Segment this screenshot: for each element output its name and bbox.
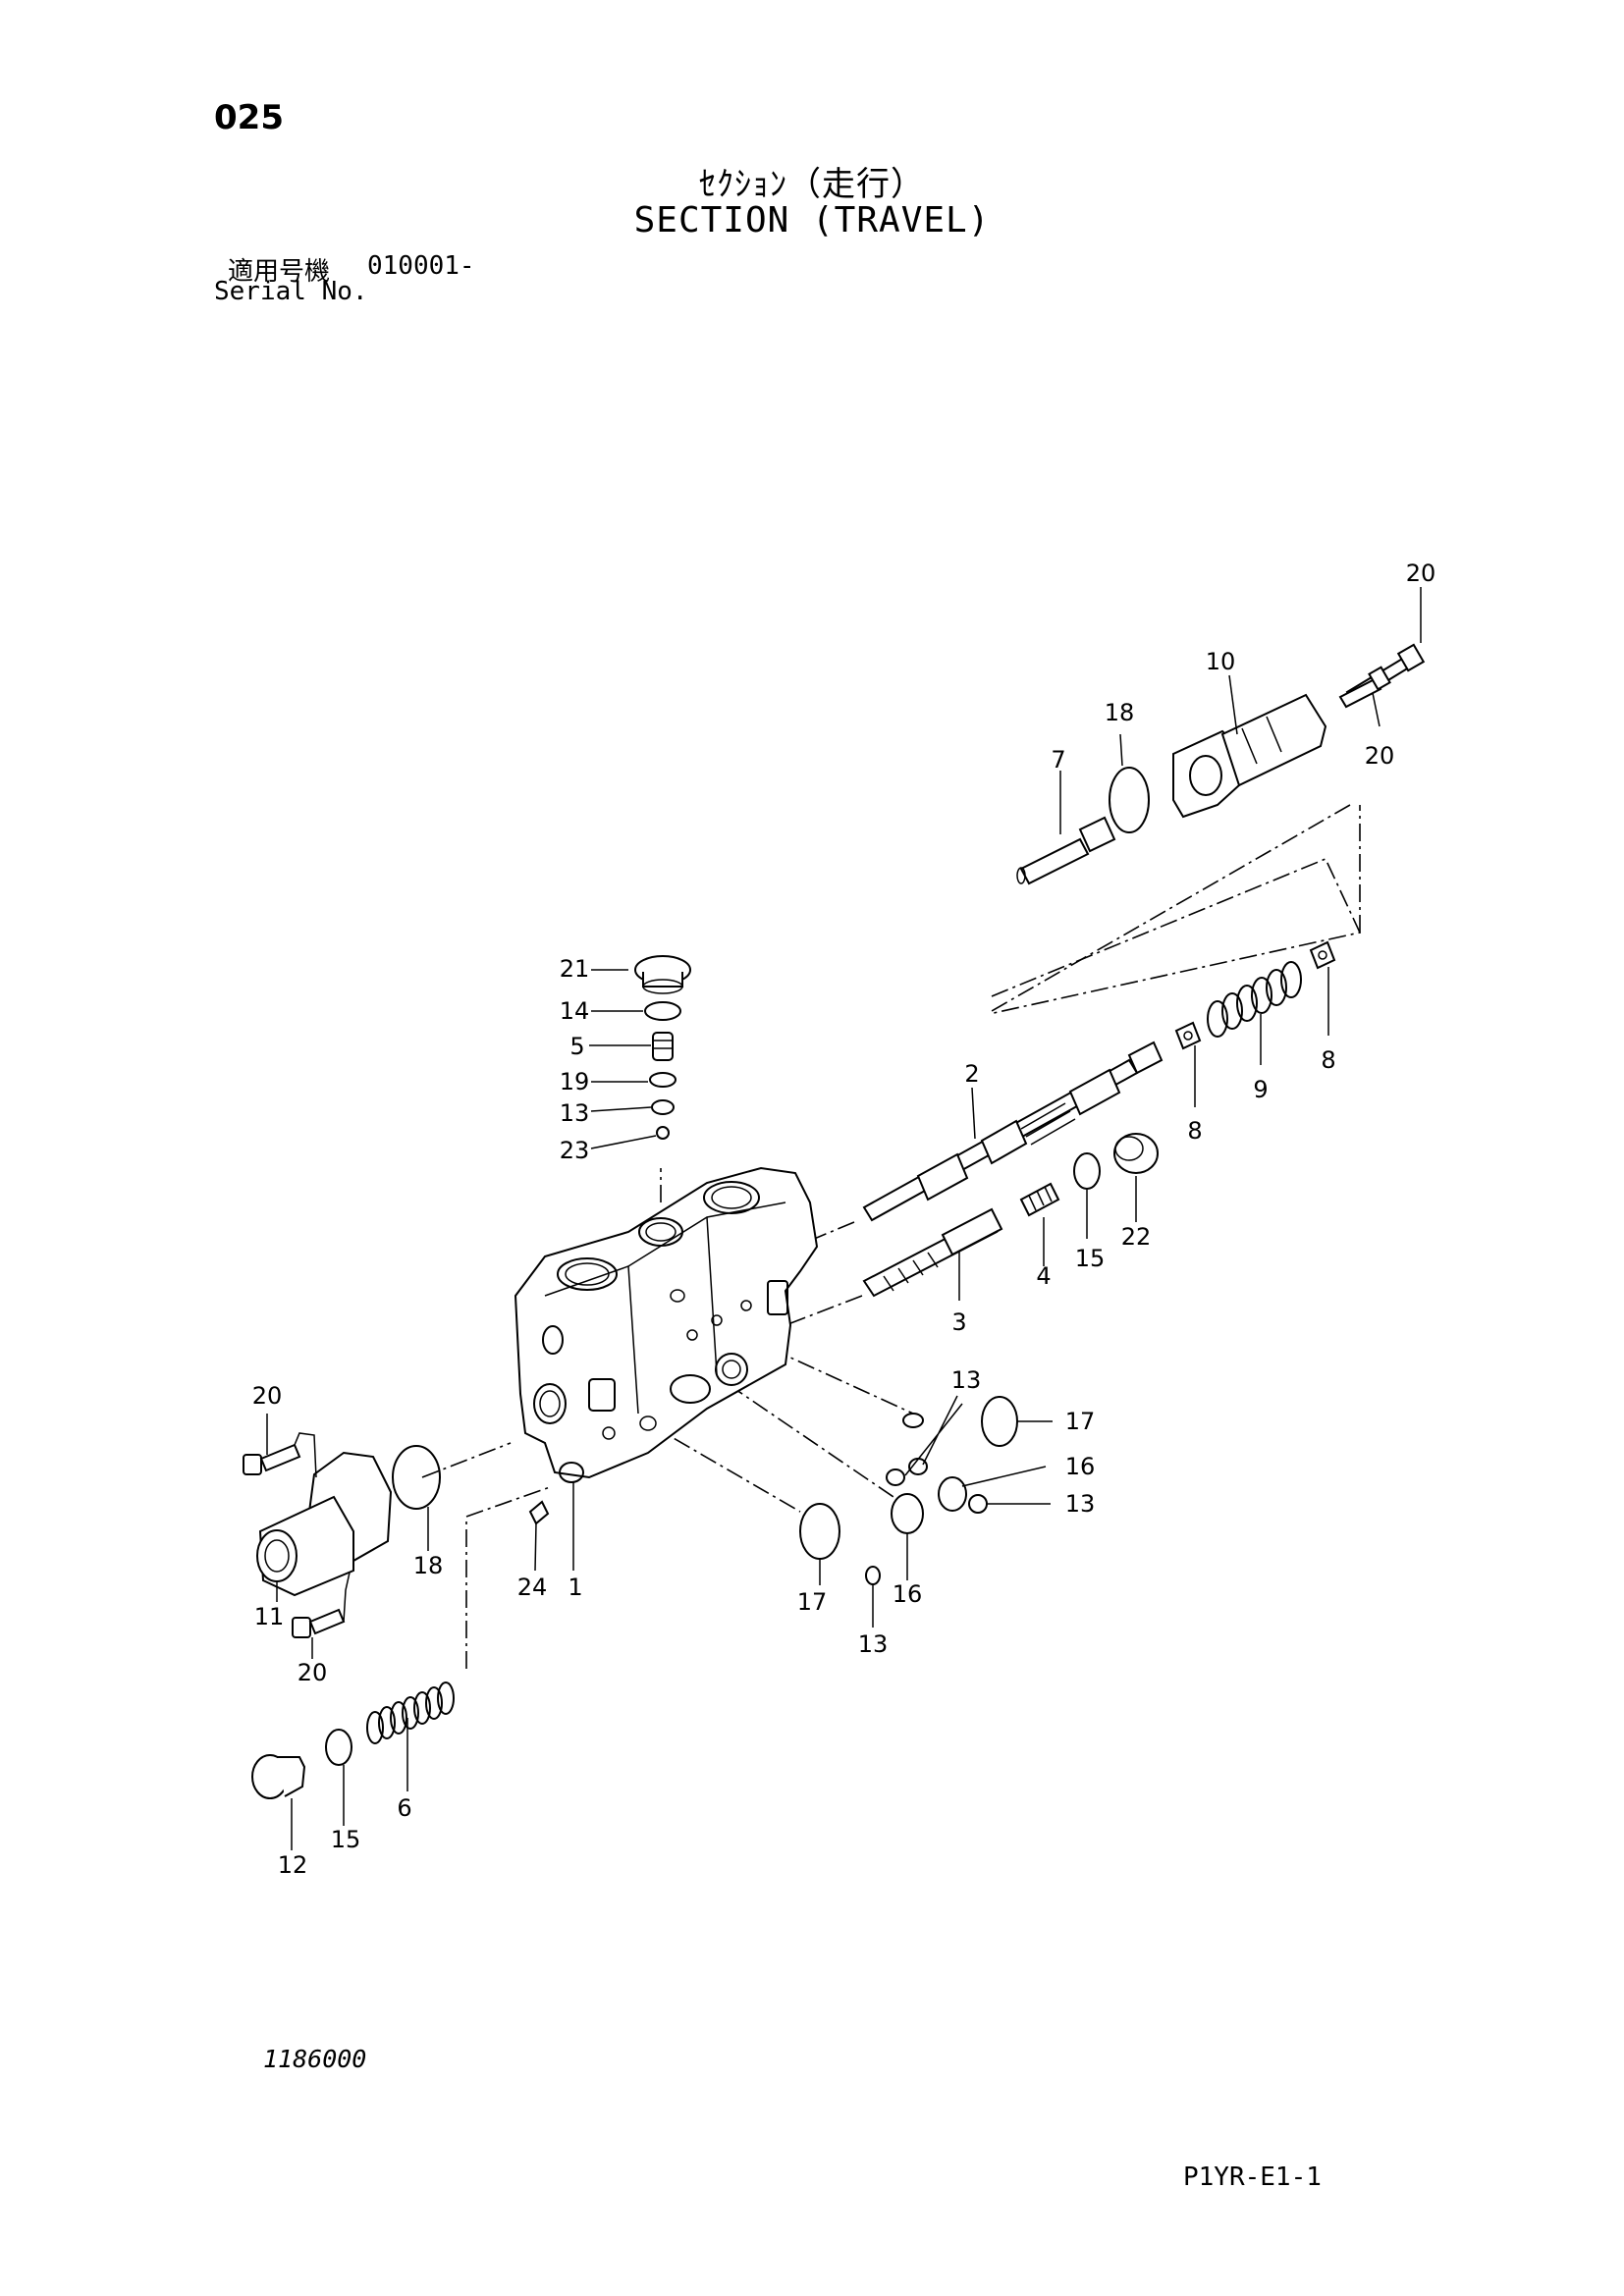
callout-20-left-lower: 20	[298, 1659, 328, 1686]
callout-20-top: 20	[1406, 560, 1436, 587]
o-ring-part-18-upper	[1109, 767, 1150, 833]
axis-left-cover	[421, 1442, 512, 1478]
page-number: 025	[214, 98, 284, 137]
axis-spool-3	[785, 1295, 863, 1326]
callout-14: 14	[560, 997, 590, 1025]
callout-20-left-upper: 20	[252, 1382, 283, 1410]
callout-16-right: 16	[1065, 1453, 1096, 1480]
callout-3: 3	[951, 1308, 966, 1336]
leader-23	[590, 1135, 657, 1149]
callout-1: 1	[568, 1574, 582, 1601]
o-ring-part-16-right	[938, 1476, 967, 1512]
callout-4: 4	[1036, 1262, 1051, 1290]
o-ring-part-13-b	[886, 1468, 905, 1486]
washer-part-8-lower	[1174, 1021, 1202, 1050]
drawing-number: 1186000	[263, 2045, 367, 2073]
bolt-part-20-left-lower	[292, 1608, 346, 1638]
spool-part-7	[1016, 816, 1116, 885]
o-ring-part-14	[644, 1001, 681, 1021]
callout-22: 22	[1121, 1223, 1152, 1251]
callout-13-top: 13	[560, 1099, 590, 1127]
leader-13-top	[590, 1106, 652, 1112]
o-ring-part-18-left	[392, 1445, 441, 1510]
serial-number-value: 010001-	[367, 251, 475, 281]
cover-part-10	[1172, 693, 1327, 819]
leader-10	[1228, 674, 1238, 735]
serial-label-japanese: 適用号機	[228, 257, 331, 287]
callout-13-b: 13	[951, 1366, 982, 1394]
callout-8-lower: 8	[1187, 1117, 1202, 1145]
leader-13-b	[904, 1395, 963, 1476]
callout-15-left: 15	[331, 1826, 361, 1853]
axis-lower-spring	[465, 1486, 551, 1669]
page-code: P1YR-E1-1	[1183, 2163, 1322, 2192]
o-ring-part-19	[649, 1072, 677, 1088]
callout-9: 9	[1253, 1076, 1268, 1103]
callout-24: 24	[517, 1574, 548, 1601]
callout-13-lower: 13	[858, 1630, 889, 1658]
plug-part-21	[634, 955, 691, 994]
leader-20-left-lower-b	[343, 1572, 351, 1623]
callout-23: 23	[560, 1137, 590, 1164]
poppet-part-5	[652, 1032, 674, 1061]
o-ring-part-17-right	[981, 1396, 1018, 1447]
callout-18-left: 18	[413, 1552, 444, 1579]
axis-port-17	[647, 1422, 801, 1513]
o-ring-part-13-e	[865, 1566, 881, 1585]
callout-16-lower: 16	[893, 1580, 923, 1608]
callout-8-upper: 8	[1321, 1046, 1335, 1074]
callout-17-lower: 17	[797, 1588, 828, 1616]
axis-cover-link	[991, 804, 1351, 1012]
washer-part-8-upper	[1309, 940, 1336, 970]
serial-label-english: Serial No.	[214, 277, 368, 306]
callout-13-right: 13	[1065, 1490, 1096, 1518]
callout-5: 5	[569, 1033, 584, 1060]
axis-upper-spool	[991, 857, 1362, 1014]
leader-24	[534, 1522, 537, 1572]
spool-part-2	[862, 1041, 1164, 1222]
ball-part-23	[656, 1126, 670, 1140]
cover-part-11	[256, 1451, 393, 1597]
leader-20-right	[1372, 692, 1380, 727]
leader-20-left-upper-b	[294, 1432, 317, 1478]
o-ring-part-17-lower	[799, 1503, 840, 1560]
spring-part-9	[1207, 961, 1302, 1038]
callout-10: 10	[1206, 648, 1236, 675]
page-title-japanese: ｾｸｼｮﾝ（走行）	[699, 165, 925, 204]
callout-11: 11	[254, 1603, 285, 1630]
callout-19: 19	[560, 1068, 590, 1095]
spool-part-3	[862, 1207, 1003, 1298]
callout-7: 7	[1051, 746, 1065, 774]
leader-2	[971, 1087, 976, 1140]
set-screw-part-24	[528, 1500, 550, 1525]
callout-17-right: 17	[1065, 1408, 1096, 1435]
callout-2: 2	[964, 1060, 979, 1088]
page-title-english: SECTION (TRAVEL)	[633, 200, 991, 240]
callout-12: 12	[278, 1851, 308, 1879]
bolt-part-20-left-upper	[243, 1443, 301, 1475]
callout-6: 6	[397, 1794, 411, 1822]
callout-20-right: 20	[1365, 742, 1395, 770]
spring-part-6	[366, 1682, 455, 1744]
leader-16-right	[961, 1466, 1047, 1487]
o-ring-part-13-top	[651, 1099, 675, 1115]
leader-18-upper	[1119, 733, 1123, 767]
callout-18-upper: 18	[1105, 699, 1135, 726]
o-ring-part-16-lower	[891, 1493, 924, 1534]
bolt-part-20-upper-b	[1338, 666, 1391, 709]
callout-15-right: 15	[1075, 1245, 1106, 1272]
o-ring-part-13-a	[902, 1413, 924, 1428]
o-ring-part-13-d	[968, 1494, 988, 1514]
o-ring-part-15-left	[325, 1729, 352, 1766]
callout-21: 21	[560, 955, 590, 983]
plug-part-12	[251, 1754, 306, 1799]
spring-part-4	[1019, 1182, 1060, 1217]
o-ring-part-15	[1073, 1152, 1101, 1190]
valve-body-part-1	[514, 1166, 819, 1483]
plug-part-22	[1113, 1133, 1159, 1174]
